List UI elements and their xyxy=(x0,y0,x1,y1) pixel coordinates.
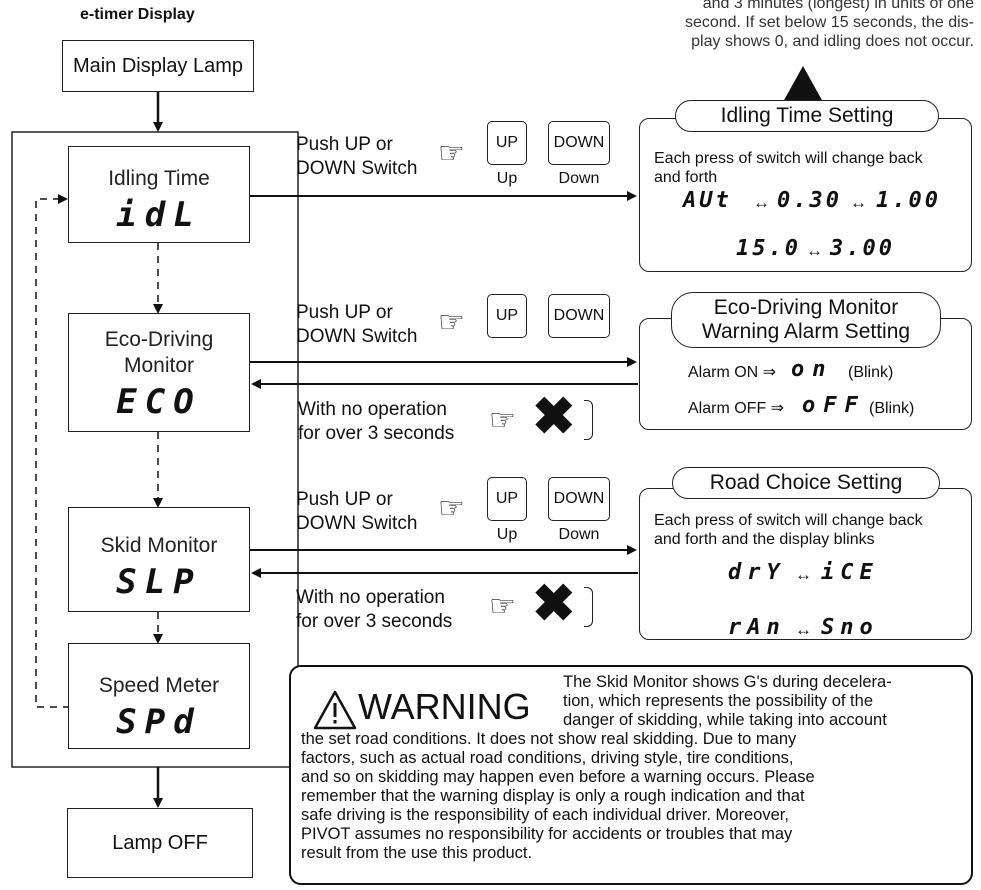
warning-line-r2: tion, which represents the possibility o… xyxy=(563,692,873,710)
down-caption-3: Down xyxy=(558,526,600,543)
warning-line-f6: PIVOT assumes no responsibility for acci… xyxy=(301,825,793,843)
warning-line-f5: safe driving is the responsibility of ea… xyxy=(301,806,789,824)
idling-setting-title: Idling Time Setting xyxy=(675,100,939,132)
road-value-sno: Sno xyxy=(821,615,879,640)
road-setting-box: Each press of switch will change back an… xyxy=(639,488,972,640)
x-mark-icon: ✖ xyxy=(532,388,576,446)
mode-eco-driving-monitor: Eco-Driving Monitor ECO xyxy=(68,313,250,432)
idling-value-030: 0.30 xyxy=(777,188,842,213)
down-caption: Down xyxy=(558,170,600,187)
x-mark-icon-2: ✖ xyxy=(532,575,576,633)
mode-speed-meter-label: Speed Meter xyxy=(98,674,220,697)
push-instruction-3-line-2: DOWN Switch xyxy=(296,513,418,534)
pointing-hand-icon-5: ☞ xyxy=(489,590,516,623)
idling-setting-box: Each press of switch will change back an… xyxy=(639,118,972,272)
alarm-off-label: Alarm OFF ⇒ xyxy=(688,400,785,417)
alarm-off-blink: (Blink) xyxy=(869,400,915,417)
up-caption-3: Up xyxy=(496,526,518,543)
warning-line-f4: remember that the warning display is onl… xyxy=(301,787,805,805)
road-setting-desc-line-2: and forth and the display blinks xyxy=(654,531,875,548)
warning-heading: WARNING xyxy=(358,686,531,727)
up-button-3[interactable]: UP xyxy=(487,477,527,521)
eco-setting-title-line-1: Eco-Driving Monitor xyxy=(713,296,899,319)
push-instruction-3-line-1: Push UP or xyxy=(296,489,393,510)
mode-eco-label-line-1: Eco-Driving xyxy=(104,328,214,351)
lamp-off-label: Lamp OFF xyxy=(112,832,208,854)
eco-setting-title: Eco-Driving Monitor Warning Alarm Settin… xyxy=(671,292,941,348)
top-note-line-1: and 3 minutes (longest) in units of one xyxy=(702,0,974,12)
diagram-title: e-timer Display xyxy=(80,6,195,23)
road-setting-title: Road Choice Setting xyxy=(672,467,940,499)
alarm-off-code: oFF xyxy=(802,393,866,418)
push-instruction-1-line-2: DOWN Switch xyxy=(296,158,418,179)
up-caption: Up xyxy=(496,170,518,187)
idling-value-100: 1.00 xyxy=(876,188,941,213)
road-value-dry: drY xyxy=(728,560,786,585)
mode-skid-monitor: Skid Monitor SLP xyxy=(68,507,250,612)
down-button-3[interactable]: DOWN xyxy=(548,477,610,521)
mode-speed-meter-code: SPd xyxy=(116,702,202,742)
no-op-instruction-2-line-1: With no operation xyxy=(296,587,445,608)
no-op-instruction-1-line-1: With no operation xyxy=(298,399,447,420)
idling-arrow-3: ↔ xyxy=(806,241,823,260)
lamp-off-box: Lamp OFF xyxy=(67,808,253,878)
mode-eco-code: ECO xyxy=(116,382,202,422)
warning-triangle-icon xyxy=(313,690,357,730)
up-button-2[interactable]: UP xyxy=(487,294,527,338)
top-note-line-3: play shows 0, and idling does not occur. xyxy=(691,33,974,50)
warning-line-f3: and so on skidding may happen even befor… xyxy=(301,768,815,786)
mode-speed-meter: Speed Meter SPd xyxy=(68,643,250,749)
alarm-on-blink: (Blink) xyxy=(848,364,894,381)
push-instruction-1-line-1: Push UP or xyxy=(296,134,393,155)
up-button[interactable]: UP xyxy=(487,121,527,165)
no-op-instruction-1-line-2: for over 3 seconds xyxy=(298,423,455,444)
pointing-hand-icon-3: ☞ xyxy=(489,404,516,437)
no-op-instruction-2-line-2: for over 3 seconds xyxy=(296,611,453,632)
warning-line-f2: factors, such as actual road conditions,… xyxy=(301,749,794,767)
mode-idling-time-label: Idling Time xyxy=(108,167,210,190)
push-instruction-2-line-1: Push UP or xyxy=(296,302,393,323)
top-note-line-2: second. If set below 15 seconds, the dis… xyxy=(684,14,974,31)
mode-skid-monitor-code: SLP xyxy=(116,562,202,602)
pointing-hand-icon-2: ☞ xyxy=(438,306,465,339)
main-display-lamp-box: Main Display Lamp xyxy=(62,40,254,92)
warning-line-f1: the set road conditions. It does not sho… xyxy=(301,730,797,748)
idling-value-150: 15.0 xyxy=(736,236,801,261)
warning-line-r3: danger of skidding, while taking into ac… xyxy=(563,711,887,729)
alarm-on-code: on xyxy=(791,357,834,382)
road-arrow-1: ↔ xyxy=(795,565,812,584)
warning-box: WARNING The Skid Monitor shows G's durin… xyxy=(289,665,973,885)
alarm-on-label: Alarm ON ⇒ xyxy=(688,364,777,381)
road-value-ice: iCE xyxy=(821,560,879,585)
idling-setting-desc-line-2: and forth xyxy=(654,169,718,186)
main-display-lamp-label: Main Display Lamp xyxy=(72,55,244,77)
road-arrow-2: ↔ xyxy=(795,620,812,639)
warning-line-f7: result from the use this product. xyxy=(301,844,533,862)
road-setting-desc-line-1: Each press of switch will change back xyxy=(654,512,923,529)
road-value-ran: rAn xyxy=(728,615,786,640)
pointing-hand-icon: ☞ xyxy=(438,137,465,170)
push-instruction-2-line-2: DOWN Switch xyxy=(296,326,418,347)
idling-arrow-2: ↔ xyxy=(850,193,867,212)
pointing-hand-icon-4: ☞ xyxy=(438,492,465,525)
idling-value-aut: AUt xyxy=(683,188,732,213)
down-button[interactable]: DOWN xyxy=(548,121,610,165)
eco-setting-title-line-2: Warning Alarm Setting xyxy=(701,320,911,343)
mode-eco-label-line-2: Monitor xyxy=(123,354,195,377)
switch-edge-icon xyxy=(584,400,593,440)
mode-idling-time: Idling Time idL xyxy=(68,146,250,243)
warning-line-r1: The Skid Monitor shows G's during decele… xyxy=(563,673,892,691)
idling-arrow-1: ↔ xyxy=(753,193,770,212)
idling-setting-desc-line-1: Each press of switch will change back xyxy=(654,150,923,167)
mode-idling-time-code: idL xyxy=(116,195,202,235)
idling-value-300: 3.00 xyxy=(830,236,895,261)
down-button-2[interactable]: DOWN xyxy=(548,294,610,338)
switch-edge-icon-2 xyxy=(584,587,593,627)
mode-skid-monitor-label: Skid Monitor xyxy=(100,534,218,557)
